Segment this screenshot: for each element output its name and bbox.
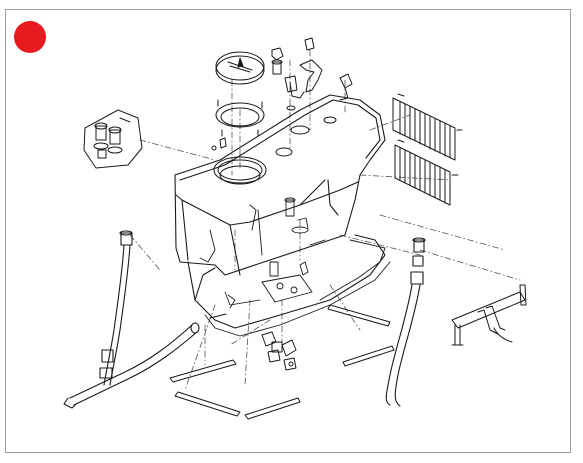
lid-seal-ring bbox=[216, 100, 264, 136]
right-drain-hose bbox=[386, 238, 425, 406]
drain-fittings bbox=[262, 332, 296, 370]
grille-panel-lower bbox=[395, 140, 458, 205]
grille-panel-upper bbox=[393, 94, 462, 160]
tank-body bbox=[175, 95, 390, 336]
return-hose bbox=[64, 323, 199, 408]
internal-pump-parts bbox=[228, 198, 325, 308]
left-supply-hose bbox=[100, 231, 132, 385]
mounting-rail bbox=[452, 285, 526, 345]
status-marker-dot bbox=[14, 21, 46, 53]
projection-lines bbox=[130, 50, 520, 390]
detail-callout bbox=[84, 110, 142, 168]
diagram-frame bbox=[5, 9, 571, 453]
tank-lid bbox=[216, 52, 264, 84]
floor-strips bbox=[170, 305, 394, 419]
top-fittings bbox=[212, 38, 352, 150]
tank-openings bbox=[214, 117, 336, 184]
